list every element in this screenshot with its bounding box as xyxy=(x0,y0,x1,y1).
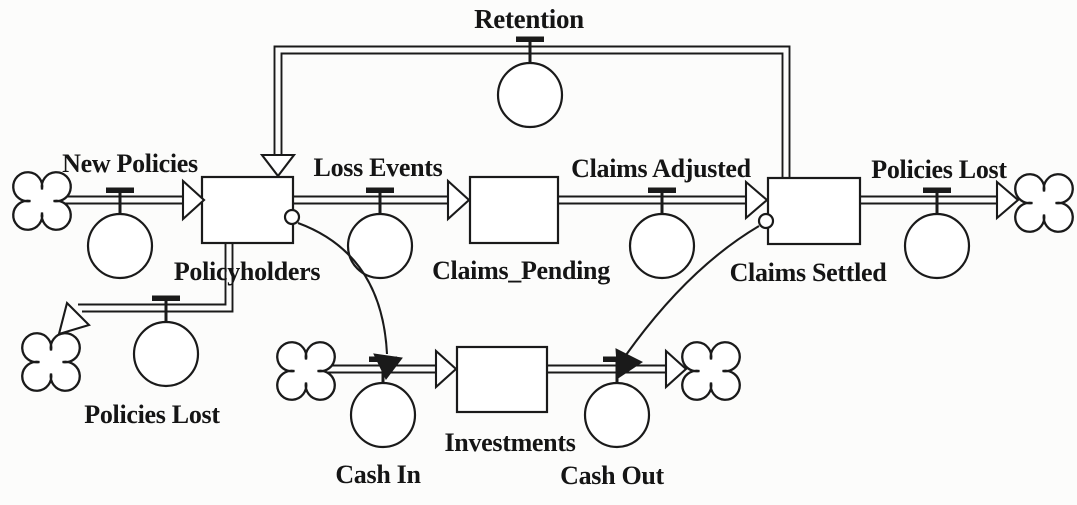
flow-label-policies-lost-bottom: Policies Lost xyxy=(84,400,220,429)
connector-anchor-policyholders xyxy=(283,208,301,226)
arrowhead-cash-out xyxy=(664,348,688,390)
valve-policies-lost-right xyxy=(903,186,971,280)
flow-pipe-loss-events xyxy=(293,195,449,205)
cloud-sink-cash-out xyxy=(681,341,741,401)
cloud-source-new-policies xyxy=(12,171,72,231)
flow-label-loss-events: Loss Events xyxy=(314,153,443,182)
stock-policyholders xyxy=(200,175,295,245)
flow-pipe-retention xyxy=(273,45,791,178)
flow-label-policies-lost-right: Policies Lost xyxy=(871,155,1007,184)
stock-label-claims-settled: Claims Settled xyxy=(730,258,888,287)
cloud-sink-policies-lost-right xyxy=(1014,173,1074,233)
cloud-sink-policies-lost-bottom xyxy=(21,332,81,392)
flow-pipe-policies-lost-right xyxy=(858,195,998,205)
stock-claims-pending xyxy=(468,175,560,245)
flow-pipe-policies-lost-bottom xyxy=(78,243,234,313)
flow-pipe-claims-adjusted xyxy=(558,195,747,205)
arrowhead-policies-lost-bottom xyxy=(57,300,91,336)
valve-policies-lost-bottom xyxy=(132,294,200,388)
arrowhead-loss-events xyxy=(446,178,471,222)
connector-policyholders-to-cash-in xyxy=(297,222,389,355)
stock-label-claims-pending: Claims_Pending xyxy=(432,256,610,285)
connector-arrowhead-cash-in xyxy=(373,353,403,380)
arrowhead-new-policies xyxy=(181,178,206,222)
flow-label-cash-out: Cash Out xyxy=(560,461,664,490)
stock-investments xyxy=(455,345,549,414)
cloud-source-cash-in xyxy=(276,341,336,401)
valve-claims-adjusted xyxy=(628,186,696,280)
flow-label-new-policies: New Policies xyxy=(62,149,198,178)
stock-label-policyholders: Policyholders xyxy=(174,257,320,286)
arrowhead-retention xyxy=(259,153,297,178)
connector-anchor-claims-settled xyxy=(757,212,775,230)
stock-label-investments: Investments xyxy=(444,428,575,457)
flow-label-cash-in: Cash In xyxy=(335,460,421,489)
valve-new-policies xyxy=(86,186,154,280)
arrowhead-claims-adjusted xyxy=(744,179,769,221)
flow-label-claims-adjusted: Claims Adjusted xyxy=(571,154,752,183)
valve-retention xyxy=(496,35,564,129)
flow-pipe-cash-out xyxy=(547,364,667,374)
flow-label-retention: Retention xyxy=(474,4,584,34)
arrowhead-policies-lost-right xyxy=(995,179,1020,221)
stock-claims-settled xyxy=(766,176,862,246)
connector-arrowhead-cash-out xyxy=(615,348,643,379)
connector-claims-settled-to-cash-out xyxy=(625,225,760,356)
arrowhead-cash-in xyxy=(434,348,458,390)
